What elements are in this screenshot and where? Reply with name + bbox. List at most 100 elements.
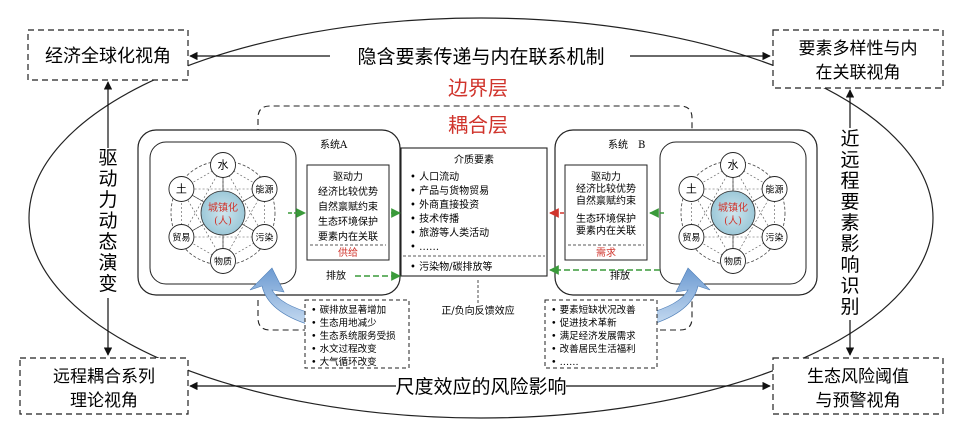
lower-coupling-outline [257,300,693,331]
system-b-node [678,224,705,250]
top-edge-label: 隐含要素传递与内在联系机制 [357,46,604,68]
system-a-node [168,224,195,250]
system-b-drivers: 驱动力 经济比较优势 自然禀赋约束 生态环境保护 要素内在关联 [576,170,636,237]
system-b-center-node [710,190,756,236]
system-a-node [168,176,195,202]
left-edge-char: 动 [98,168,117,190]
system-b-node-label: 污染 [766,232,784,244]
right-impacts: • 要素短缺状况改善 • 促进技术革新 • 满足经济发展需求 • 改善居民生活福… [551,304,636,368]
right-impact-item: • …… [551,357,579,368]
corner-bottom-right-text-1: 生态风险阈值 [807,367,909,387]
left-edge-char: 态 [98,231,117,253]
bottom-edge-label: 尺度效应的风险影响 [395,376,566,398]
left-edge-char: 动 [98,210,117,232]
system-a-center-node [200,190,246,236]
corner-bottom-left-text-1: 远程耦合系列 [53,367,155,387]
left-edge-char: 变 [98,273,117,295]
left-edge-char: 力 [98,189,117,211]
right-edge-char: 识 [840,275,859,297]
system-b-node [761,224,788,250]
right-edge-char: 素 [840,212,859,234]
system-b-node-label: 能源 [766,184,784,196]
system-b-driver-item: 驱动力 [591,170,621,183]
right-impact-item: • 要素短缺状况改善 [551,304,636,316]
left-impact-item: • 生态系统服务受损 [311,330,396,342]
right-impacts-box [544,299,658,369]
system-a-driver-item: 要素内在关联 [318,230,378,243]
system-a-node [251,224,278,250]
right-edge-char: 远 [840,149,859,171]
system-a-center-label: (人) [214,215,232,227]
medium-title: 介质要素 [454,153,494,166]
system-a-node [210,152,236,178]
system-a-driver-item: 驱动力 [333,170,363,183]
medium-item: • 人口流动 [410,170,459,183]
medium-items: • 人口流动 • 产品与货物贸易 • 外商直接投资 • 技术传播 • 旅游等人类… [410,170,489,253]
medium-item: • 旅游等人类活动 [410,226,489,239]
corner-bottom-right-text-2: 与预警视角 [816,391,901,411]
right-impact-item: • 满足经济发展需求 [551,330,636,342]
system-b-driver-item: 生态环境保护 [576,212,636,225]
corner-bottom-left-text-2: 理论视角 [70,391,138,411]
system-b-emission: 排放 [610,269,630,282]
right-edge-char: 影 [840,233,859,255]
right-edge-char: 程 [840,170,859,192]
right-impact-item: • 促进技术革新 [551,317,617,329]
system-a-center-label: 城镇化 [208,201,238,214]
system-a-node [210,248,236,274]
system-b-driver-item: 经济比较优势 [576,182,636,195]
medium-item: • …… [410,242,439,253]
right-edge-char: 响 [840,254,859,276]
system-b-driver-box [564,164,648,261]
system-b-node [678,176,705,202]
system-b-driver-item: 要素内在关联 [576,224,636,237]
system-b-node-label: 水 [728,159,739,172]
system-a-node [251,176,278,202]
system-a-role: 供给 [338,246,358,259]
medium-item: • 产品与货物贸易 [410,184,489,197]
right-impact-item: • 改善居民生活福利 [551,343,636,355]
system-a-drivers: 驱动力 经济比较优势 自然禀赋约束 生态环境保护 要素内在关联 [318,170,378,243]
left-impact-item: • 碳排放显著增加 [311,304,386,316]
medium-item: • 外商直接投资 [410,198,479,211]
right-edge-char: 别 [840,296,859,318]
system-a-node-label: 能源 [256,184,274,196]
right-edge-char: 近 [840,128,859,150]
system-b-role: 需求 [596,247,616,259]
left-edge-char: 演 [98,252,117,274]
system-a-label: 系统A [320,138,348,151]
corner-box-bottom-left [19,357,189,415]
system-b-node [761,176,788,202]
system-a-driver-item: 自然禀赋约束 [318,200,378,213]
left-edge-label: 驱 动 力 动 态 演 变 [98,147,117,295]
corner-box-top-right [772,29,944,89]
system-a-node-label: 物质 [214,256,232,268]
feedback-arrow-left [249,267,315,326]
medium-pollution: • 污染物/碳排放等 [410,260,492,273]
corner-top-left-text: 经济全球化视角 [45,46,171,67]
corner-box-top-left [27,29,189,81]
system-b-center-label: 城镇化 [718,201,748,214]
system-a-node-label: 污染 [256,232,274,244]
boundary-layer-label: 边界层 [448,76,508,100]
system-a-node-label: 贸易 [172,232,190,244]
feedback-label: 正/负向反馈效应 [441,304,514,317]
left-impacts: • 碳排放显著增加 • 生态用地减少 • 生态系统服务受损 • 水文过程改变 •… [311,304,396,368]
system-a-node-label: 水 [218,159,229,172]
system-b-center-label: (人) [724,215,742,227]
system-a-emission: 排放 [326,269,346,282]
left-impact-item: • 水文过程改变 [311,343,377,355]
system-a-driver-item: 经济比较优势 [318,185,378,198]
system-b-node-label: 贸易 [682,232,700,244]
system-b-label: 系统 B [608,138,645,151]
system-a-driver-box [306,164,390,261]
right-edge-char: 要 [840,191,859,213]
left-impact-item: • 大气循环改变 [311,356,377,368]
corner-box-bottom-right [772,357,944,415]
feedback-arrow-right [645,267,711,326]
coupling-layer-outline [257,105,693,135]
system-b-node [720,152,746,178]
